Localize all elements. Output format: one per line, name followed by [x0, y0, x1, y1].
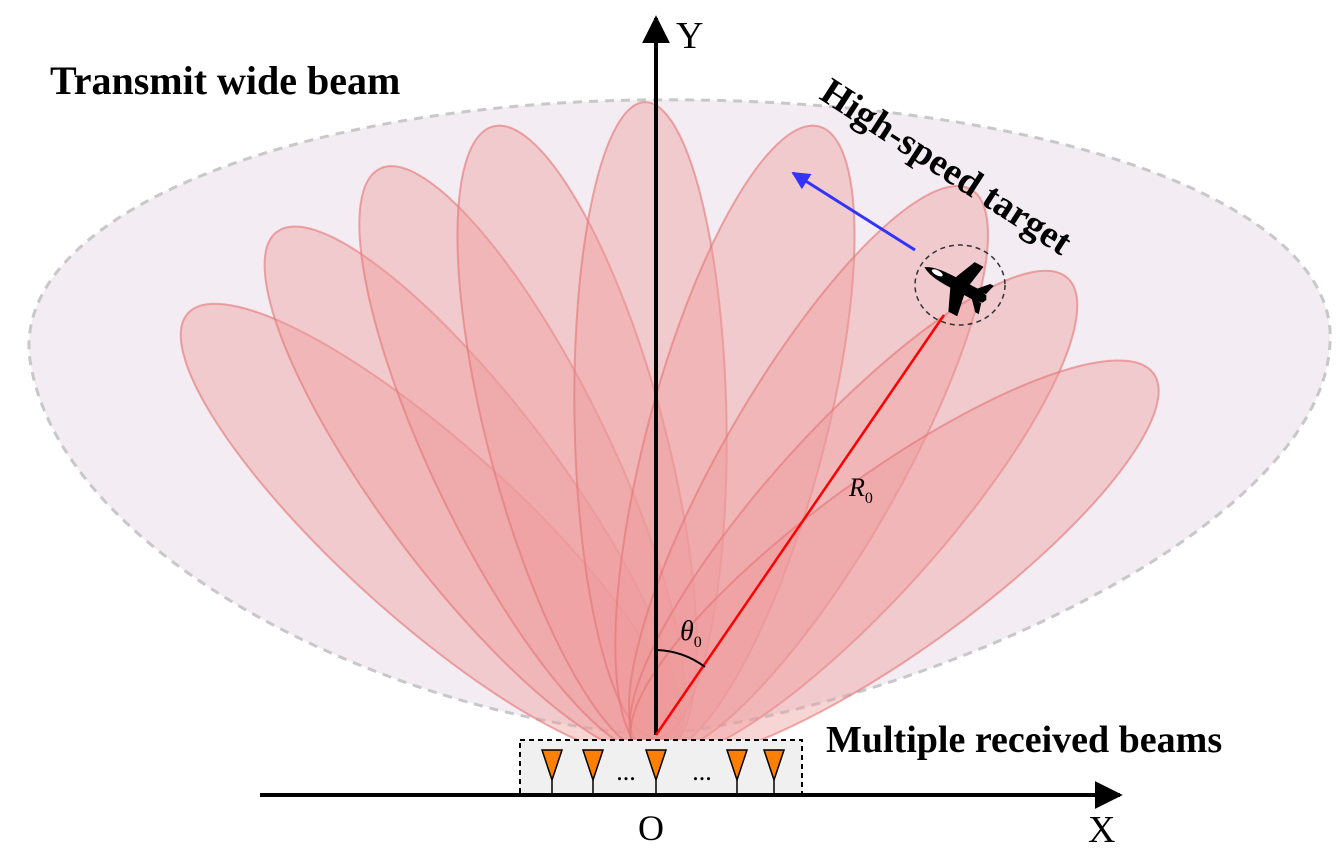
received-beams-label: Multiple received beams	[826, 719, 1222, 761]
antenna-array: ... ...	[540, 749, 786, 795]
antenna-ellipsis: ...	[692, 757, 712, 786]
jet-aircraft-icon	[924, 262, 994, 317]
y-axis-label: Y	[676, 15, 703, 57]
wide-beam-envelope	[27, 98, 1332, 737]
antenna-triangle-icon	[762, 749, 786, 795]
received-beam-lobes	[179, 101, 1160, 764]
target-circle	[914, 244, 1006, 326]
velocity-arrow	[791, 171, 916, 252]
antenna-triangle-icon	[581, 749, 605, 795]
range-label: R0	[848, 473, 873, 507]
range-line	[654, 314, 946, 736]
origin-label: O	[638, 808, 664, 848]
transmit-beam-label: Transmit wide beam	[50, 58, 400, 103]
antenna-triangle-icon	[725, 749, 749, 795]
beam-lobe	[573, 101, 728, 740]
antenna-triangle-icon	[644, 749, 668, 795]
angle-label: θ0	[680, 616, 702, 651]
angle-arc	[655, 649, 706, 668]
x-axis-label: X	[1088, 809, 1115, 851]
antenna-triangle-icon	[540, 749, 564, 795]
antenna-array-box	[519, 739, 803, 796]
antenna-ellipsis: ...	[616, 757, 636, 786]
